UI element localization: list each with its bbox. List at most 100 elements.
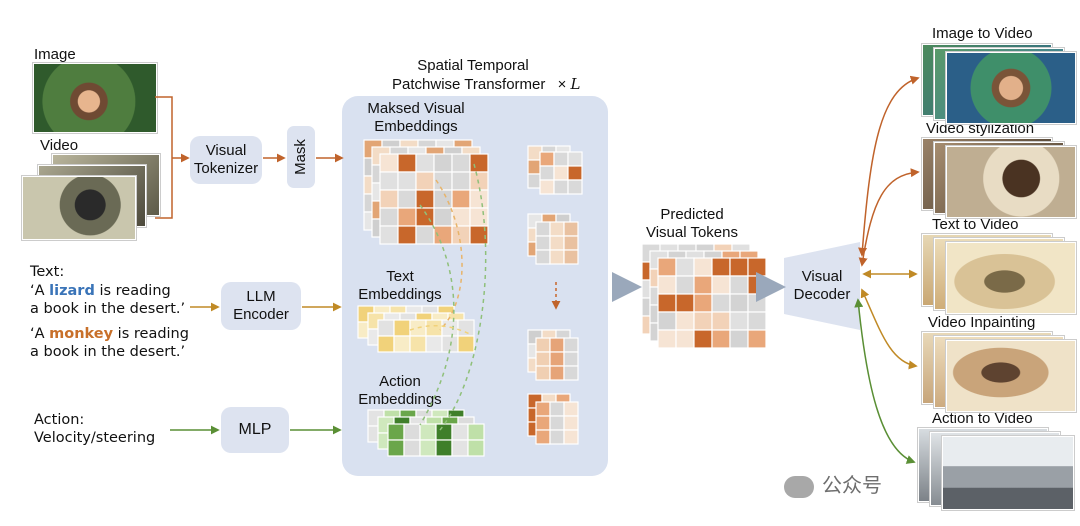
- text-prompt-1-pre: ‘A: [30, 283, 50, 299]
- masked-token-cell: [379, 207, 399, 227]
- predicted-token-cell: [675, 275, 695, 295]
- predicted-token-cell: [711, 257, 731, 277]
- output-arrow-action-to-video: [854, 298, 916, 464]
- attention-token-cell: [535, 235, 551, 251]
- output-label-video-stylization: Video stylization: [926, 120, 1035, 137]
- output-frame: [942, 436, 1074, 510]
- text-token-cell: [393, 319, 411, 337]
- output-label-action-to-video: Action to Video: [932, 410, 1033, 427]
- mlp-label: MLP: [238, 421, 272, 438]
- llm-encoder-line2: Encoder: [233, 306, 289, 323]
- action-token-cell: [403, 423, 421, 441]
- attention-token-cell: [553, 179, 569, 195]
- attention-token-cell: [563, 429, 579, 445]
- output-frame: [946, 146, 1076, 218]
- action-token-cell: [403, 439, 421, 457]
- predicted-token-cell: [711, 311, 731, 331]
- masked-token-cell: [379, 225, 399, 245]
- masked-token-cell: [451, 153, 471, 173]
- masked-token-cell: [451, 225, 471, 245]
- action-token-cell: [451, 439, 469, 457]
- predicted-token-cell: [693, 329, 713, 349]
- action-token-cell: [387, 423, 405, 441]
- predicted-token-cell: [657, 257, 677, 277]
- monkey-word: monkey: [49, 326, 114, 342]
- predicted-token-cell: [657, 311, 677, 331]
- text-token-cell: [409, 335, 427, 353]
- attention-token-cell: [539, 165, 555, 181]
- action-token-cell: [419, 423, 437, 441]
- attention-token-cell: [563, 235, 579, 251]
- predicted-token-cell: [675, 311, 695, 331]
- attention-token-cell: [549, 221, 565, 237]
- output-arrow-video-stylization: [858, 168, 920, 267]
- masked-token-cell: [469, 225, 489, 245]
- times-symbol: ×: [557, 76, 567, 93]
- attention-token-cell: [549, 235, 565, 251]
- text-prompt-2-line2: a book in the desert.’: [30, 344, 186, 360]
- llm-encoder-line1: LLM: [246, 288, 276, 305]
- attention-token-cell: [535, 351, 551, 367]
- predicted-token-cell: [693, 311, 713, 331]
- output-label-image-to-video: Image to Video: [932, 25, 1033, 42]
- attention-token-cell: [567, 179, 583, 195]
- attention-token-cell: [549, 415, 565, 431]
- layers-symbol: L: [570, 75, 581, 93]
- masked-token-cell: [415, 189, 435, 209]
- action-token-cell: [435, 439, 453, 457]
- predicted-tokens-line2: Visual Tokens: [645, 224, 738, 241]
- masked-token-cell: [415, 171, 435, 191]
- attention-token-cell: [567, 165, 583, 181]
- visual-input-bracket: [155, 96, 173, 219]
- video-label: Video: [40, 137, 79, 154]
- attention-curve: [419, 204, 455, 426]
- attention-token-cell: [549, 337, 565, 353]
- attention-token-cell: [563, 221, 579, 237]
- output-frame: [946, 52, 1076, 124]
- visual-decoder-line2: Decoder: [793, 286, 851, 303]
- predicted-token-cell: [747, 257, 767, 277]
- text-prompt-2: ‘A monkey is reading: [30, 325, 189, 344]
- visual-tokenizer-line2: Tokenizer: [193, 160, 259, 177]
- image-input-thumbnail: [33, 63, 157, 133]
- predicted-token-cell: [693, 275, 713, 295]
- masked-token-cell: [379, 153, 399, 173]
- action-token-cell: [451, 423, 469, 441]
- masked-token-cell: [415, 153, 435, 173]
- action-label-detail: Velocity/steering: [34, 430, 156, 446]
- masked-token-cell: [433, 207, 453, 227]
- transformer-title-line1: Spatial Temporal: [417, 57, 529, 74]
- text-token-cell: [457, 335, 475, 353]
- output-frame: [946, 340, 1076, 412]
- text-embeddings-line1: Text: [386, 268, 414, 285]
- attention-token-cell: [535, 249, 551, 265]
- attention-curve: [439, 163, 487, 431]
- visual-tokenizer-line1: Visual: [205, 142, 247, 159]
- attention-token-cell: [549, 351, 565, 367]
- text-label: Text:: [30, 264, 65, 280]
- masked-token-cell: [379, 171, 399, 191]
- wechat-icon: [784, 475, 814, 498]
- predicted-token-cell: [693, 257, 713, 277]
- attention-token-cell: [563, 415, 579, 431]
- masked-token-cell: [469, 171, 489, 191]
- output-label-text-to-video: Text to Video: [932, 216, 1019, 233]
- masked-embeddings-line2: Embeddings: [374, 118, 458, 135]
- attention-token-cell: [535, 337, 551, 353]
- action-embeddings-line2: Embeddings: [358, 391, 442, 408]
- attention-token-cell: [539, 151, 555, 167]
- output-arrow-image-to-video: [858, 75, 920, 257]
- masked-token-cell: [469, 189, 489, 209]
- masked-token-cell: [469, 153, 489, 173]
- visual-decoder-trapezoid: [784, 242, 860, 330]
- action-token-cell: [435, 423, 453, 441]
- predicted-token-cell: [693, 293, 713, 313]
- mlp-box: MLP: [221, 407, 289, 453]
- action-token-cell: [387, 439, 405, 457]
- action-token-cell: [467, 439, 485, 457]
- action-token-cell: [419, 439, 437, 457]
- action-label: Action:: [34, 412, 85, 428]
